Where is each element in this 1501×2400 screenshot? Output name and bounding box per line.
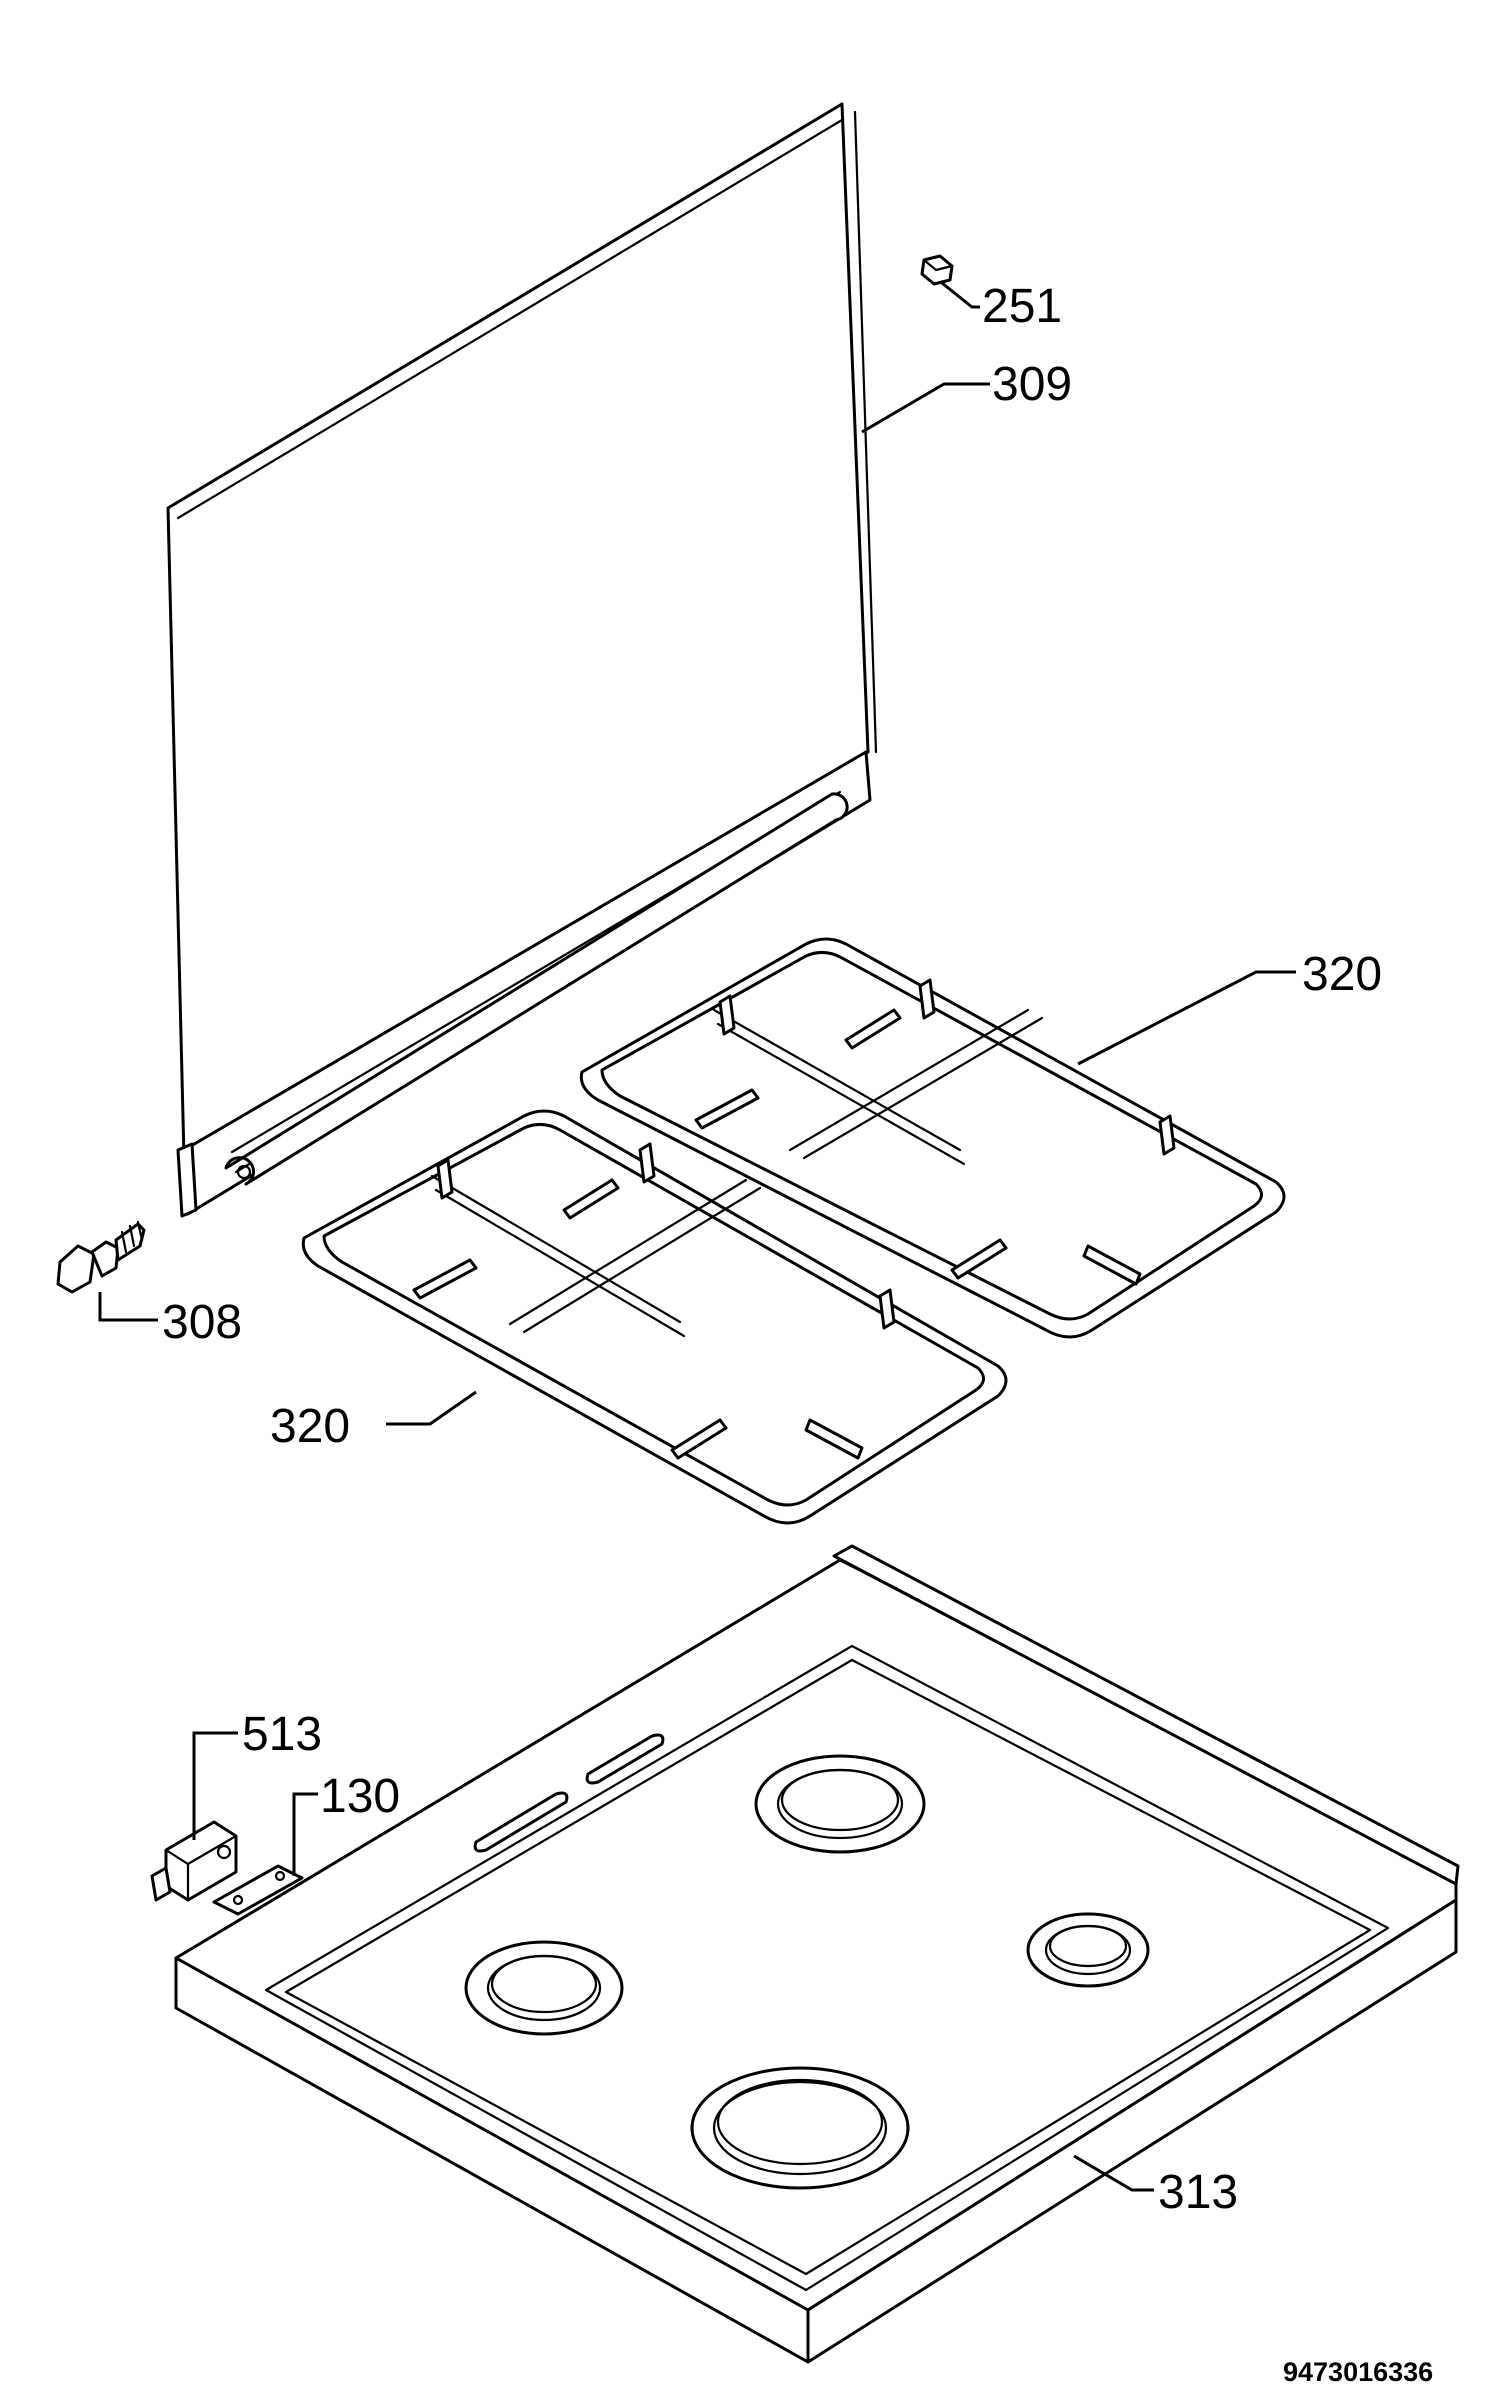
- leader-513: [192, 1731, 238, 1840]
- callout-313: 313: [1158, 2166, 1238, 2219]
- part-309-glass-lid: [166, 102, 878, 1218]
- part-513-housing: [150, 1820, 238, 1902]
- document-number: 9473016336: [1283, 2357, 1433, 2387]
- part-130-plate: [212, 1864, 304, 1916]
- leader-130: [292, 1792, 318, 1876]
- callout-320-left: 320: [270, 1400, 350, 1453]
- leader-251: [941, 281, 980, 309]
- callout-309: 309: [992, 358, 1072, 411]
- part-308-hinge-pin: [56, 1220, 146, 1294]
- callout-308: 308: [162, 1296, 242, 1349]
- callout-320-right: 320: [1302, 948, 1382, 1001]
- leader-313: [1073, 2154, 1154, 2192]
- callout-251: 251: [982, 280, 1062, 333]
- leader-308: [98, 1292, 158, 1322]
- leader-320-left: [386, 1390, 477, 1426]
- callout-130: 130: [320, 1770, 400, 1823]
- part-251-cap: [920, 254, 954, 286]
- leader-320-right: [1077, 970, 1296, 1066]
- part-320-left-pan-support: [301, 1109, 1008, 1525]
- leader-309: [861, 382, 990, 434]
- part-313-hob-plate: [174, 1544, 1460, 2364]
- callout-513: 513: [242, 1708, 322, 1761]
- part-320-right-pan-support: [579, 937, 1286, 1339]
